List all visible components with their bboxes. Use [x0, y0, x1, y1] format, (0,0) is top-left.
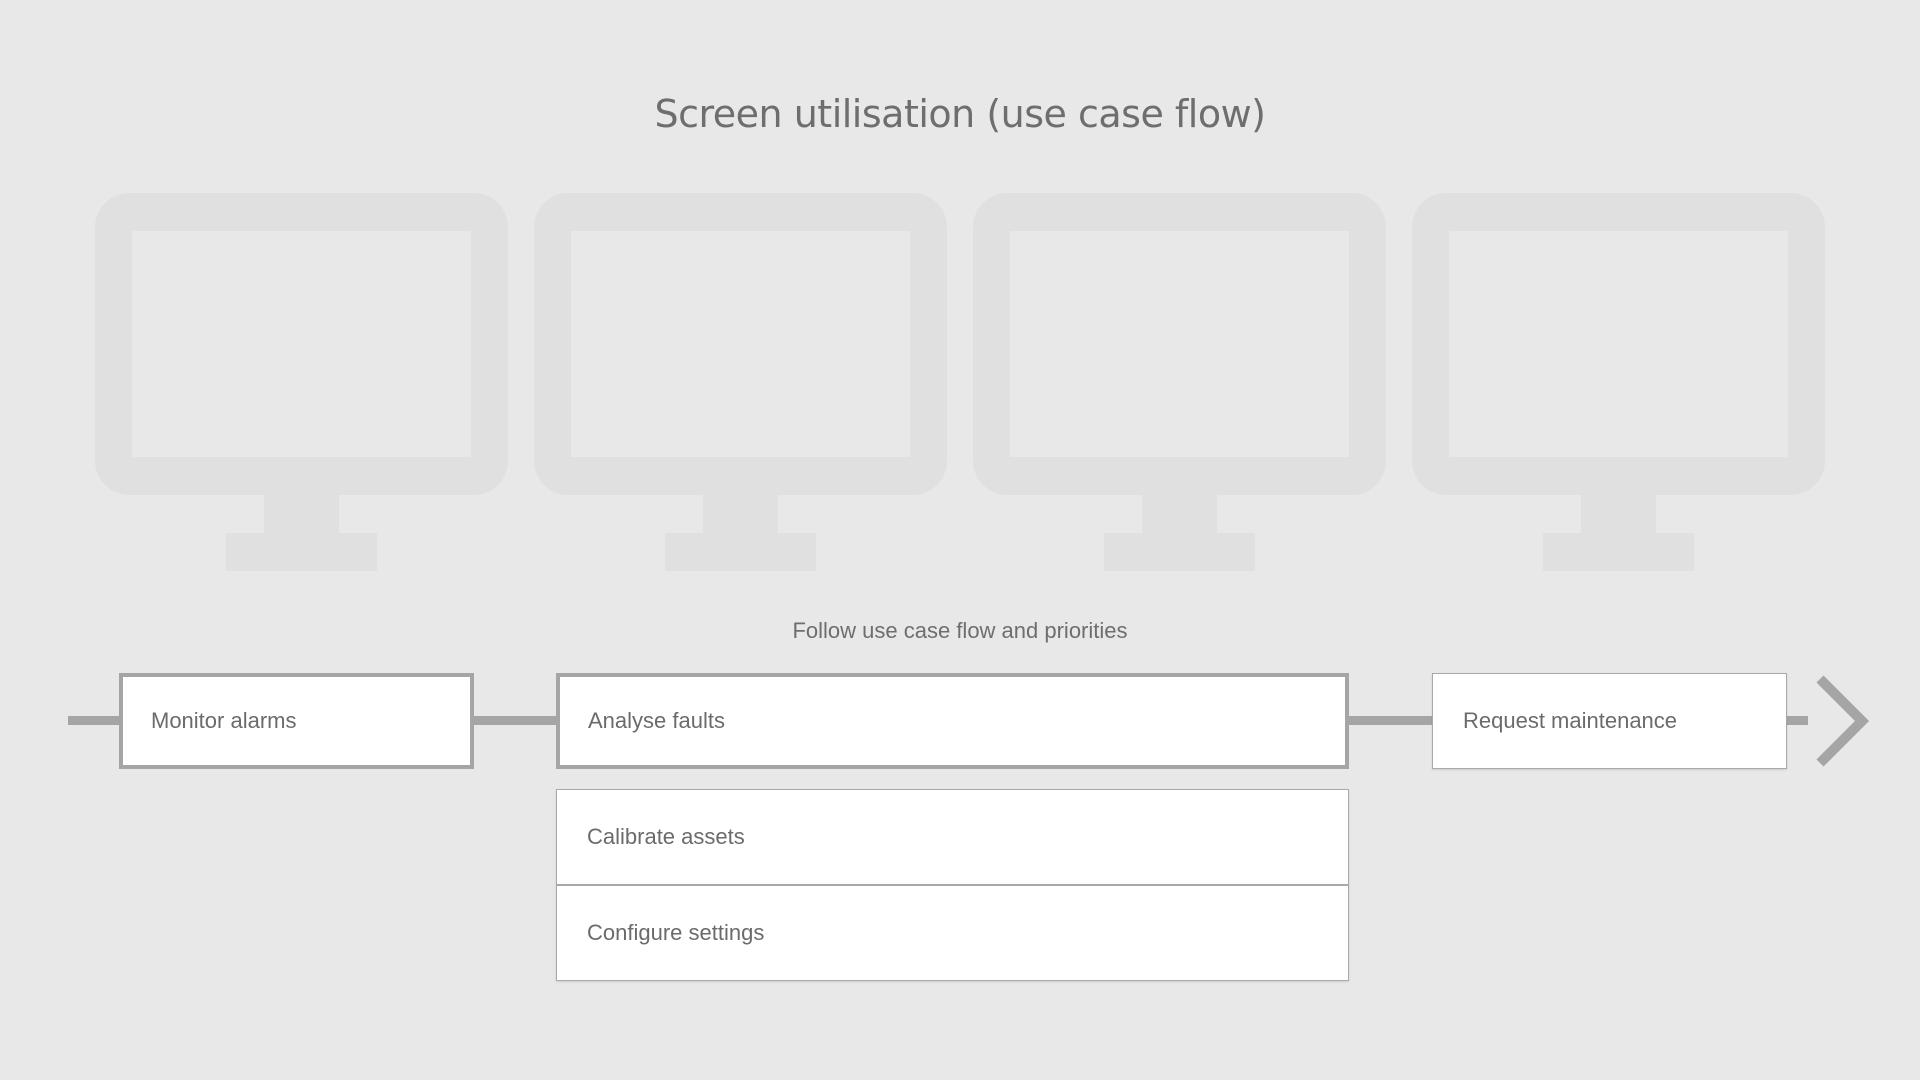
- step-label: Analyse faults: [588, 708, 725, 733]
- diagram-title: Screen utilisation (use case flow): [654, 92, 1266, 136]
- step-request-maintenance[interactable]: Request maintenance: [1432, 673, 1787, 769]
- arrow-right-icon: [1816, 675, 1870, 767]
- step-configure-settings[interactable]: Configure settings: [556, 885, 1349, 981]
- step-label: Monitor alarms: [151, 708, 297, 733]
- monitor-icon: [534, 193, 947, 571]
- step-label: Calibrate assets: [587, 824, 745, 849]
- monitor-icon: [973, 193, 1386, 571]
- step-monitor-alarms[interactable]: Monitor alarms: [119, 673, 474, 769]
- monitor-icon: [1412, 193, 1825, 571]
- step-calibrate-assets[interactable]: Calibrate assets: [556, 789, 1349, 885]
- step-analyse-faults[interactable]: Analyse faults: [556, 673, 1349, 769]
- flow-subtitle: Follow use case flow and priorities: [792, 618, 1128, 643]
- step-label: Configure settings: [587, 920, 765, 945]
- step-label: Request maintenance: [1463, 708, 1678, 733]
- monitor-icon: [95, 193, 508, 571]
